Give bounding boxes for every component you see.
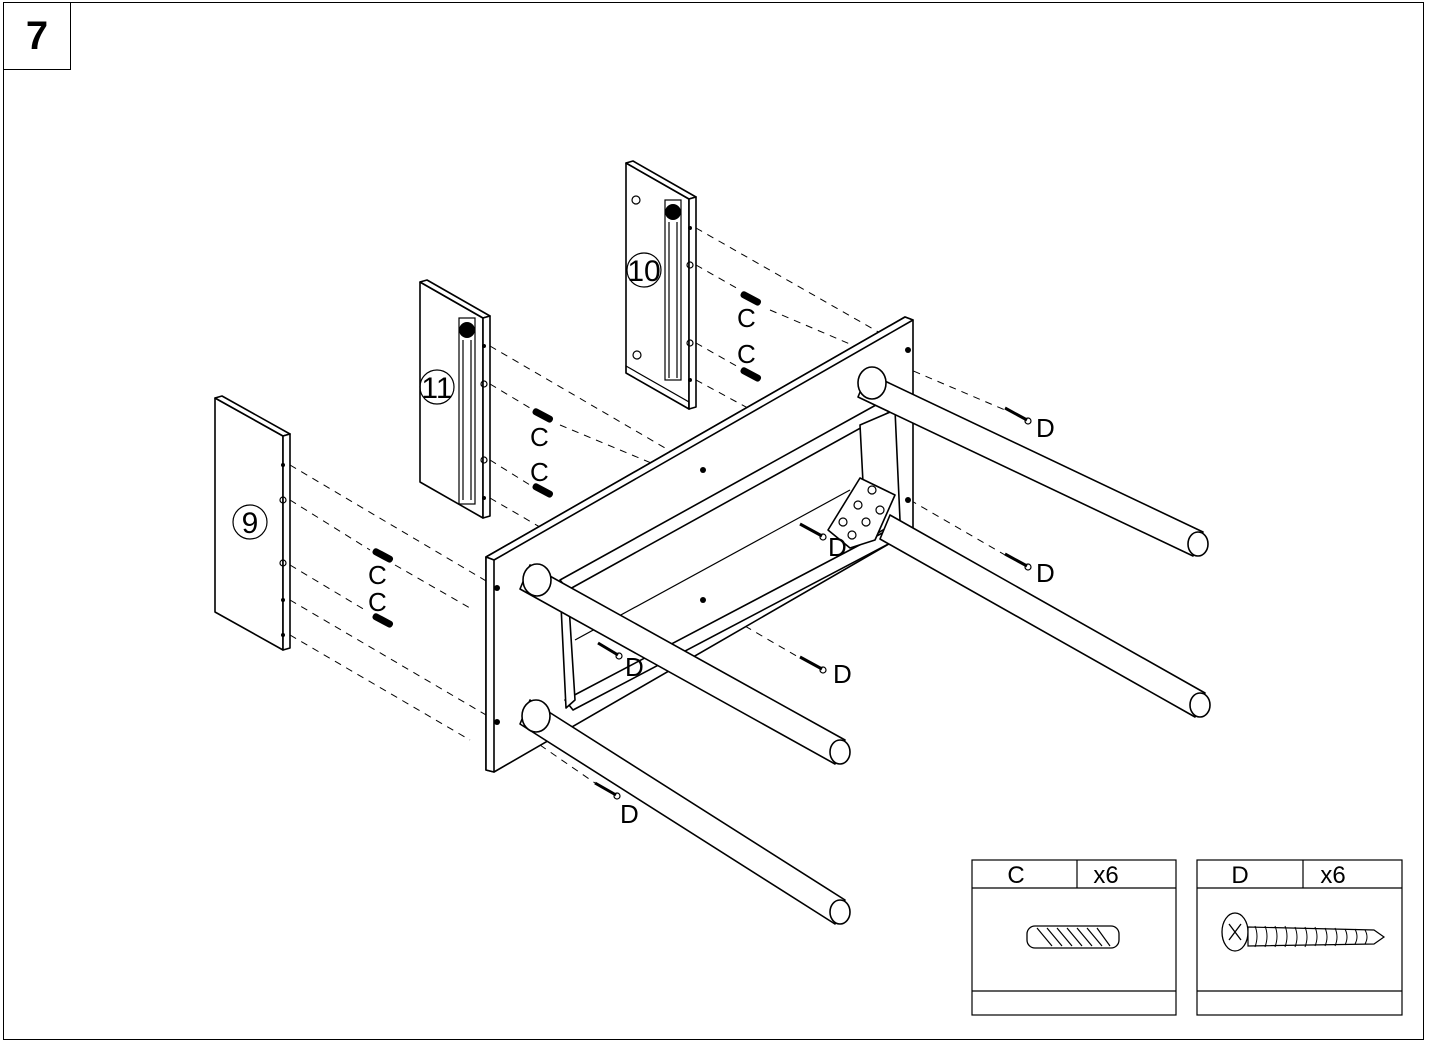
- dowel-icon: [1026, 925, 1120, 949]
- dowel-icon: [372, 548, 394, 563]
- part-9-callout: [232, 504, 268, 540]
- screws-d: D D D D D D: [594, 406, 1055, 829]
- dowels-c: C C C C C C: [368, 291, 762, 628]
- part-11-label: 11: [421, 372, 452, 405]
- dowel-label: C: [530, 457, 549, 487]
- diagram-frame: [3, 2, 1424, 1040]
- screw-icon: [1221, 912, 1386, 952]
- screw-icon: [594, 781, 621, 800]
- screw-label: D: [828, 532, 847, 562]
- hardware-c-id: C: [1007, 862, 1024, 889]
- dowel-icon: [532, 483, 554, 498]
- part-10-callout: [626, 252, 662, 288]
- step-number: 7: [3, 2, 71, 70]
- dowel-icon: [372, 613, 394, 628]
- dowel-label: C: [737, 339, 756, 369]
- screw-label: D: [1036, 558, 1055, 588]
- step-number-text: 7: [25, 13, 49, 58]
- corner-bracket: [827, 477, 896, 549]
- part-10-label: 10: [627, 255, 660, 288]
- hardware-d-count: x6: [1320, 862, 1345, 889]
- screw-icon: [799, 522, 827, 541]
- panel-10: 10: [625, 160, 697, 411]
- dowel-label: C: [368, 560, 387, 590]
- hardware-box-c: C x6: [971, 859, 1177, 1016]
- hardware-d-id: D: [1231, 862, 1248, 889]
- screw-icon: [1004, 406, 1032, 425]
- part-9-label: 9: [242, 507, 259, 540]
- screw-label: D: [620, 799, 639, 829]
- dowel-icon: [740, 367, 762, 382]
- screw-label: D: [833, 659, 852, 689]
- screw-label: D: [1036, 413, 1055, 443]
- table-top: [485, 316, 914, 773]
- part-11-callout: [419, 369, 455, 405]
- dowel-label: C: [368, 587, 387, 617]
- dowel-icon: [532, 408, 554, 423]
- screw-label: D: [625, 652, 644, 682]
- hardware-c-count: x6: [1093, 862, 1118, 889]
- panel-9: 9: [214, 395, 291, 651]
- screw-icon: [597, 641, 623, 660]
- hardware-box-d: D x6: [1196, 859, 1403, 1016]
- legs: [519, 366, 1211, 925]
- panel-11: 11: [419, 279, 491, 519]
- screw-icon: [799, 655, 827, 674]
- dowel-label: C: [737, 303, 756, 333]
- dowel-icon: [740, 291, 762, 306]
- dowel-label: C: [530, 422, 549, 452]
- screw-icon: [1004, 552, 1032, 571]
